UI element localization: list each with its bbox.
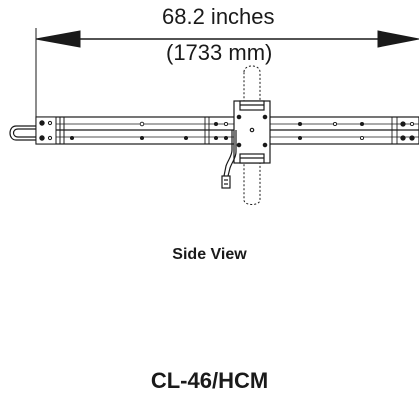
right-arrowhead <box>377 30 419 48</box>
view-title: Side View <box>172 246 247 263</box>
dimension-metric: (1733 mm) <box>166 40 273 65</box>
left-arrowhead <box>35 30 81 48</box>
center-clamp <box>233 100 271 164</box>
model-title: CL-46/HCM <box>150 368 269 393</box>
cable <box>221 130 237 189</box>
dimension-imperial: 68.2 inches <box>162 4 275 29</box>
left-handle <box>9 125 36 141</box>
rail-fasteners <box>69 117 415 144</box>
left-end-bracket <box>35 116 65 145</box>
dimension-line <box>35 28 419 122</box>
